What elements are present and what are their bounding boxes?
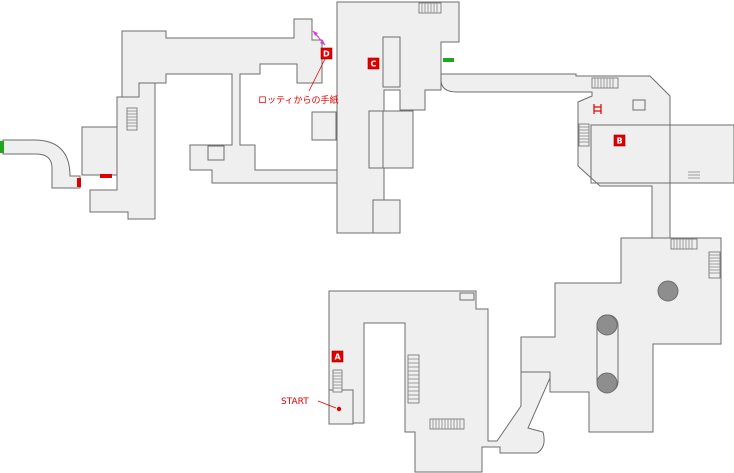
start-stairs — [332, 369, 343, 393]
inner-stairs-south — [407, 354, 420, 404]
south-east-hall — [520, 237, 722, 433]
start-area — [328, 290, 551, 473]
pillar-twin-south — [596, 372, 618, 394]
west-wing — [0, 82, 156, 220]
small-room-north-1 — [207, 145, 225, 161]
marker-d: D — [320, 47, 333, 60]
pillar-great-hall — [657, 280, 679, 302]
east-stairs-north — [591, 77, 619, 89]
room-b-stairs — [688, 171, 700, 179]
north-corridor — [121, 18, 338, 184]
start-area-recess — [459, 292, 475, 301]
letter-from-lotti-label: ロッティからの手紙 — [258, 94, 338, 106]
north-west-wing — [121, 18, 338, 184]
pillar-twin-north — [596, 314, 618, 336]
start-label: START — [281, 397, 309, 407]
marker-c-label: C — [371, 60, 377, 69]
marker-a: A — [331, 350, 344, 363]
east-wing — [440, 73, 734, 239]
east-stairs-west — [578, 123, 590, 147]
locked-door-west-1 — [77, 178, 81, 187]
west-corridor — [2, 139, 81, 189]
great-hall — [520, 237, 722, 433]
great-hall-stairs-east — [708, 251, 721, 279]
marker-c: C — [367, 57, 380, 70]
start-point — [336, 406, 342, 412]
marker-a-label: A — [335, 353, 342, 362]
open-door-west — [0, 141, 4, 153]
central-stairs — [418, 2, 442, 14]
double-arrow-icon — [312, 30, 326, 46]
central-west-room — [368, 110, 384, 169]
locked-door-west-2 — [100, 174, 112, 178]
room-b-inner — [590, 124, 671, 184]
marker-b: B — [613, 134, 626, 147]
start-leader-line — [317, 400, 337, 409]
west-small-room — [81, 126, 119, 176]
central-east-room — [381, 110, 414, 169]
central-pillar-box — [382, 36, 401, 88]
start-area-stairs-bottom — [429, 418, 465, 430]
marker-b-label: B — [617, 137, 623, 146]
small-room-north-2 — [311, 111, 337, 141]
room-b-recess — [632, 99, 646, 111]
great-hall-stairs-north — [670, 238, 698, 250]
letter-leader-line — [308, 58, 326, 92]
west-stairs — [126, 107, 138, 131]
central-south-room — [372, 199, 401, 234]
east-corridor — [440, 73, 734, 239]
open-door-central — [443, 58, 454, 62]
central-hall — [336, 1, 460, 234]
ladder-icon — [593, 104, 602, 114]
south-west-area — [328, 290, 551, 473]
marker-d-label: D — [323, 50, 330, 59]
